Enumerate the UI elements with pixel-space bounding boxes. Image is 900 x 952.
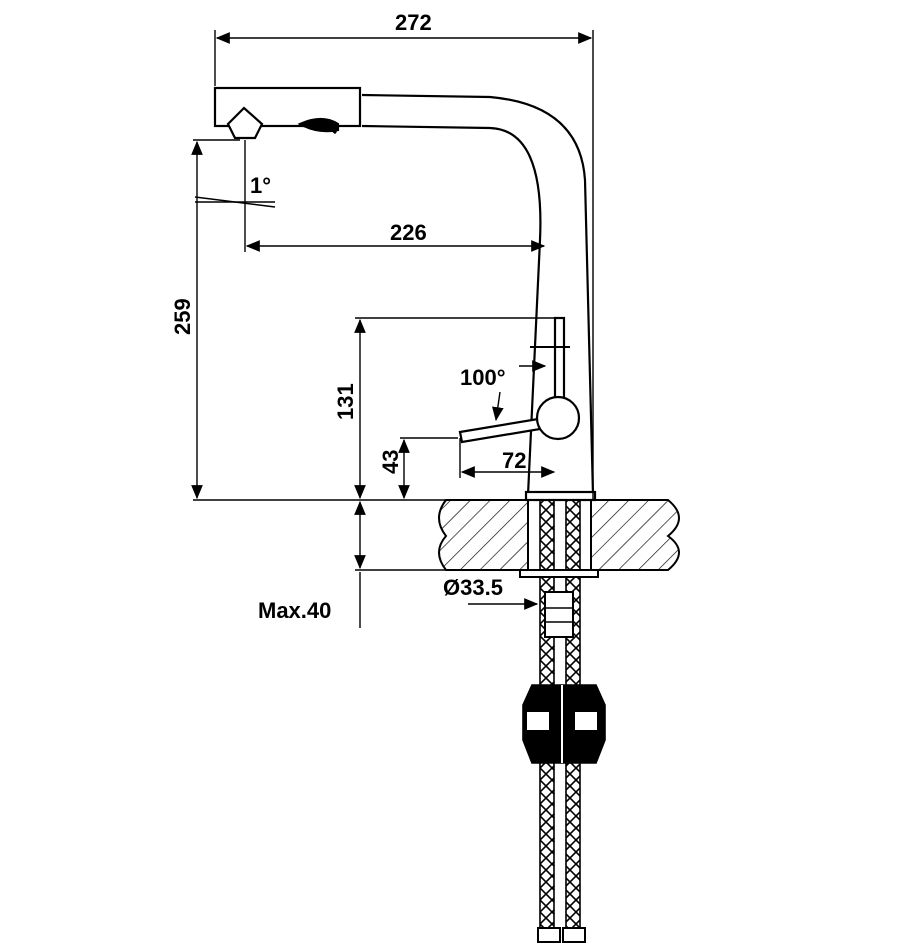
faucet-body bbox=[213, 86, 597, 502]
spout-tilt-label: 1° bbox=[250, 173, 271, 198]
dimension-lines bbox=[191, 30, 594, 628]
handle-height-label: 131 bbox=[333, 383, 358, 420]
dimension-labels: 272 1° 226 259 131 43 100° 72 Ø33.5 Max.… bbox=[170, 10, 526, 623]
overall-height-label: 259 bbox=[170, 298, 195, 335]
max-thickness-label: Max.40 bbox=[258, 598, 331, 623]
hose-connector bbox=[522, 684, 606, 764]
supply-hoses bbox=[519, 499, 606, 943]
base-flange bbox=[524, 490, 597, 502]
lever-angle-label: 100° bbox=[460, 365, 506, 390]
lever-reach-label: 72 bbox=[502, 448, 526, 473]
hole-diameter-label: Ø33.5 bbox=[443, 575, 503, 600]
aerator bbox=[226, 106, 264, 140]
overall-width-label: 272 bbox=[395, 10, 432, 35]
mounting-washer bbox=[519, 569, 599, 578]
lever-handle bbox=[458, 316, 581, 444]
spout-reach-label: 226 bbox=[390, 220, 427, 245]
countertop-section bbox=[438, 499, 680, 571]
lever-height-label: 43 bbox=[378, 450, 403, 474]
